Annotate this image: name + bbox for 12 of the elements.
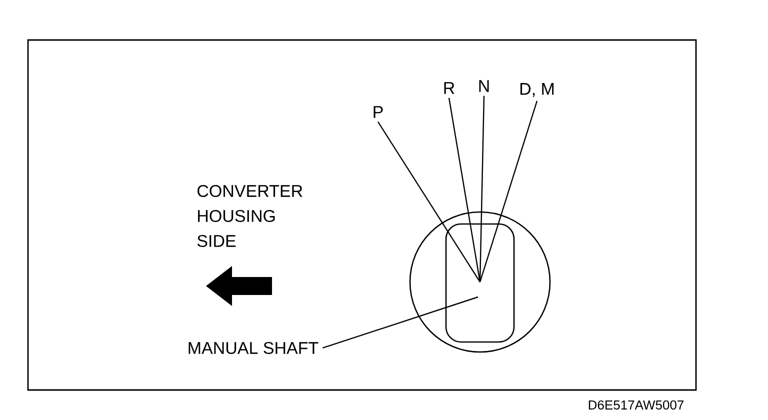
label: D, M xyxy=(520,83,554,97)
label: CONVERTER HOUSING SIDE xyxy=(197,184,302,248)
label: P xyxy=(374,106,383,118)
leader-line xyxy=(479,100,538,282)
leader-line xyxy=(378,122,480,282)
leader-line xyxy=(322,296,478,349)
label: MANUAL SHAFT xyxy=(188,342,318,354)
leader-line xyxy=(448,98,481,282)
label: N xyxy=(479,80,489,92)
label: R xyxy=(444,82,454,94)
leader-line xyxy=(479,96,485,282)
label: D6E517AW5007 xyxy=(588,400,684,410)
